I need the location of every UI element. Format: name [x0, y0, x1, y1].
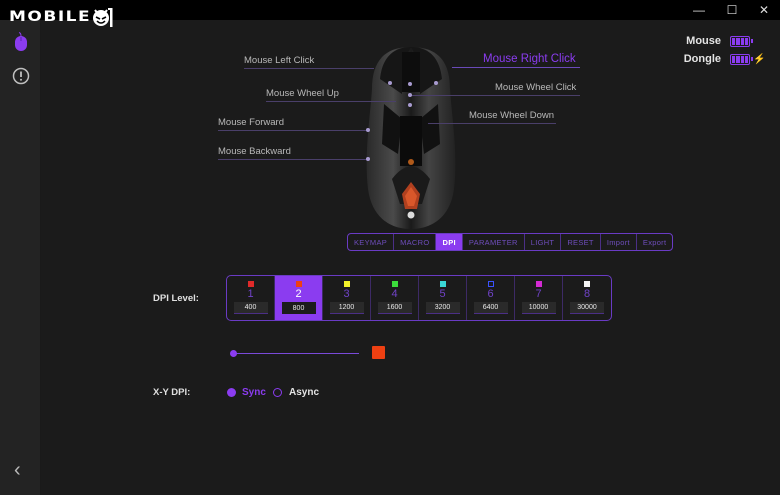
xy-dpi-label: X-Y DPI: — [153, 387, 191, 398]
mouse-battery-status: Mouse — [686, 35, 761, 47]
close-button[interactable]: ✕ — [758, 3, 770, 17]
callout-line — [218, 130, 368, 131]
callout-line — [452, 67, 580, 68]
sidebar: ‹ — [0, 20, 41, 495]
battery-icon — [730, 53, 753, 65]
dpi-color-swatch — [247, 281, 254, 287]
maximize-button[interactable]: ☐ — [726, 3, 738, 17]
mobile01-face-logo-icon — [93, 8, 113, 27]
dpi-level-number: 4 — [391, 288, 398, 300]
tab-import[interactable]: Import — [601, 234, 637, 250]
mouse-icon — [15, 32, 27, 51]
callout-line — [244, 68, 374, 69]
dpi-level-6[interactable]: 6 6400 — [467, 276, 515, 320]
dpi-color-swatch — [391, 281, 398, 287]
sync-radio[interactable] — [227, 388, 236, 397]
dpi-value-input[interactable]: 3200 — [425, 302, 460, 314]
callout-dot — [408, 103, 412, 107]
callout-wheel-down[interactable]: Mouse Wheel Down — [469, 110, 555, 121]
dpi-level-number: 2 — [295, 288, 302, 300]
title-bar — [0, 0, 780, 20]
tab-export[interactable]: Export — [642, 237, 667, 247]
sync-label[interactable]: Sync — [242, 387, 266, 398]
dpi-color-swatch — [343, 281, 350, 287]
dpi-slider-track[interactable] — [233, 353, 359, 354]
callout-dot — [408, 93, 412, 97]
callout-line — [410, 95, 580, 96]
sidebar-item-info[interactable] — [11, 66, 31, 86]
dpi-level-4[interactable]: 4 1600 — [371, 276, 419, 320]
callout-dot — [408, 82, 412, 86]
settings-tabs: KEYMAP MACRO DPI PARAMETER LIGHT RESET I… — [347, 233, 674, 251]
tab-light[interactable]: LIGHT — [525, 234, 562, 250]
callout-wheel-up[interactable]: Mouse Wheel Up — [266, 88, 339, 99]
dpi-level-1[interactable]: 1 400 — [227, 276, 275, 320]
tab-parameter[interactable]: PARAMETER — [463, 234, 525, 250]
callout-right-click[interactable]: Mouse Right Click — [483, 53, 576, 65]
tab-keymap[interactable]: KEYMAP — [348, 234, 395, 250]
dongle-battery-label: Dongle — [683, 53, 721, 65]
dpi-level-number: 1 — [247, 288, 254, 300]
dpi-level-number: 8 — [583, 288, 591, 300]
dpi-slider-thumb[interactable] — [230, 350, 237, 357]
dpi-color-swatch — [487, 281, 494, 287]
dpi-color-picker[interactable] — [372, 346, 385, 359]
dpi-value-input[interactable]: 30000 — [570, 302, 604, 314]
dpi-level-8[interactable]: 8 30000 — [563, 276, 611, 320]
back-chevron-icon[interactable]: ‹ — [14, 459, 21, 481]
callout-line — [218, 159, 368, 160]
dpi-level-number: 6 — [487, 288, 494, 300]
dpi-level-number: 3 — [343, 288, 350, 300]
logo-text: MOBILE — [9, 8, 92, 26]
dpi-value-input[interactable]: 10000 — [521, 302, 556, 314]
dpi-value-input[interactable]: 800 — [281, 302, 316, 314]
dpi-level-selector: 1 400 2 800 3 1200 4 1600 5 3200 6 6400 … — [226, 275, 612, 321]
callout-line — [428, 123, 556, 124]
callout-left-click[interactable]: Mouse Left Click — [244, 55, 315, 66]
dpi-color-swatch — [584, 281, 590, 287]
dpi-value-input[interactable]: 1600 — [377, 302, 412, 314]
app-logo: MOBILE — [9, 4, 114, 30]
callout-dot — [366, 128, 370, 132]
mouse-illustration — [366, 47, 456, 229]
dpi-color-swatch — [535, 281, 542, 287]
callout-forward[interactable]: Mouse Forward — [218, 117, 284, 128]
dpi-level-3[interactable]: 3 1200 — [323, 276, 371, 320]
dpi-level-7[interactable]: 7 10000 — [515, 276, 563, 320]
dpi-color-swatch — [295, 281, 302, 287]
charging-bolt-icon: ⚡ — [753, 53, 766, 65]
tab-macro[interactable]: MACRO — [394, 234, 437, 250]
battery-icon — [730, 35, 753, 47]
dpi-level-number: 7 — [535, 288, 542, 300]
callout-wheel-click[interactable]: Mouse Wheel Click — [495, 82, 577, 93]
callout-dot — [388, 81, 392, 85]
callout-backward[interactable]: Mouse Backward — [218, 146, 291, 157]
tab-reset[interactable]: RESET — [561, 234, 601, 250]
dongle-battery-status: Dongle ⚡ — [683, 53, 766, 65]
dpi-level-label: DPI Level: — [153, 293, 199, 304]
callout-dot — [434, 81, 438, 85]
sidebar-item-mouse[interactable] — [11, 32, 31, 52]
callout-dot — [366, 157, 370, 161]
callout-line — [266, 101, 396, 102]
dpi-value-input[interactable]: 6400 — [473, 302, 508, 314]
tab-dpi[interactable]: DPI — [436, 234, 463, 250]
async-radio[interactable] — [273, 388, 282, 397]
dpi-level-number: 5 — [439, 288, 446, 300]
minimize-button[interactable]: — — [693, 3, 705, 17]
alert-circle-icon — [12, 67, 30, 85]
dpi-level-5[interactable]: 5 3200 — [419, 276, 467, 320]
mouse-battery-label: Mouse — [686, 35, 721, 47]
dpi-value-input[interactable]: 1200 — [329, 302, 364, 314]
dpi-color-swatch — [439, 281, 446, 287]
dpi-value-input[interactable]: 400 — [233, 302, 268, 314]
async-label[interactable]: Async — [289, 387, 320, 398]
dpi-level-2[interactable]: 2 800 — [275, 276, 323, 320]
